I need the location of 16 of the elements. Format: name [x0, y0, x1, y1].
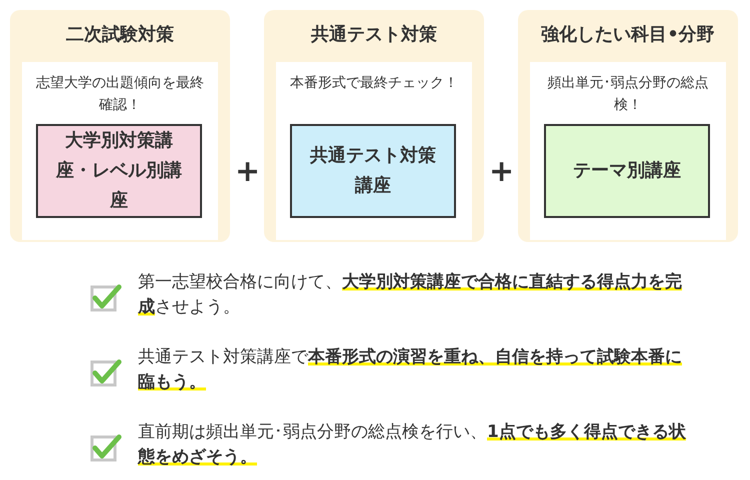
panel-description: 頻出単元･弱点分野の総点検！ [546, 74, 710, 115]
panel-heading: 共通テスト対策 [310, 23, 438, 46]
category-panel [518, 10, 738, 242]
bullet-text: 直前期は頻出単元･弱点分野の総点検を行い、1点でも多く得点できる状態をめざそう。 [138, 421, 687, 469]
panel-heading: 二次試験対策 [65, 23, 175, 46]
category-panel [10, 10, 230, 242]
panel-description: 志望大学の出題傾向を最終確認！ [35, 74, 205, 115]
course-box: 大学別対策講座・レベル別講座 [36, 124, 202, 218]
plus-sign: + [235, 157, 259, 187]
category-panel [264, 10, 484, 242]
course-box: 共通テスト対策講座 [290, 124, 456, 218]
plus-sign: + [489, 157, 513, 187]
panel-heading: 強化したい科目•分野 [540, 23, 716, 46]
bullet-text: 共通テスト対策講座で本番形式の演習を重ね、自信を持って試験本番に臨もう。 [138, 346, 683, 394]
panel-description: 本番形式で最終チェック！ [289, 74, 459, 93]
course-box: テーマ別講座 [544, 124, 710, 218]
